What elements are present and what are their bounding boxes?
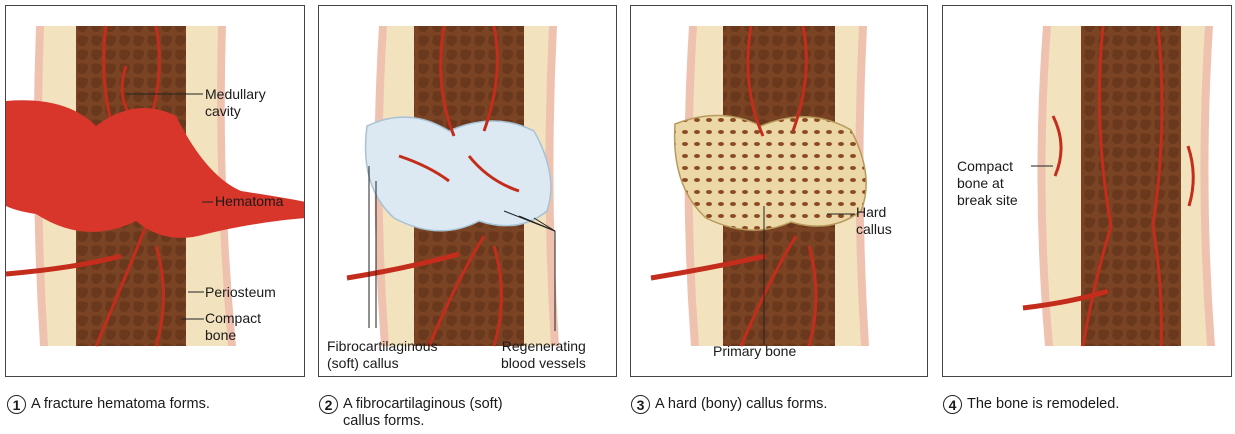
panel-3-hard-callus: Hard callus Primary bone (630, 5, 928, 377)
caption-text: A hard (bony) callus forms. (655, 396, 827, 413)
panel-3-illustration (631, 6, 928, 377)
label-compact-bone: Compact bone (205, 310, 261, 344)
step-number-badge: 2 (319, 395, 338, 414)
step-number-badge: 1 (7, 395, 26, 414)
label-hematoma: Hematoma (215, 193, 283, 210)
soft-callus (366, 117, 551, 231)
hematoma (6, 100, 305, 238)
panel-1-hematoma: Medullary cavity Hematoma Periosteum Com… (5, 5, 305, 377)
caption-text: The bone is remodeled. (967, 396, 1119, 413)
caption-step-3: 3 A hard (bony) callus forms. (631, 396, 827, 414)
caption-step-4: 4 The bone is remodeled. (943, 396, 1119, 414)
label-compact-bone-break-site: Compact bone at break site (957, 158, 1018, 209)
caption-step-1: 1 A fracture hematoma forms. (7, 396, 210, 414)
step-number-badge: 4 (943, 395, 962, 414)
label-medullary-cavity: Medullary cavity (205, 86, 266, 120)
caption-text: A fibrocartilaginous (soft) callus forms… (343, 396, 503, 430)
label-regenerating-vessels: Regenerating blood vessels (501, 338, 586, 372)
label-hard-callus: Hard callus (856, 204, 892, 238)
label-primary-bone: Primary bone (713, 343, 796, 360)
panel-2-illustration (319, 6, 617, 377)
panel-4-remodeled: Compact bone at break site (942, 5, 1232, 377)
medullary-cavity (1081, 26, 1181, 346)
label-fibrocartilaginous-callus: Fibrocartilaginous (soft) callus (327, 338, 438, 372)
label-periosteum: Periosteum (205, 284, 276, 301)
panel-2-soft-callus: Fibrocartilaginous (soft) callus Regener… (318, 5, 617, 377)
caption-text: A fracture hematoma forms. (31, 396, 210, 413)
step-number-badge: 3 (631, 395, 650, 414)
caption-step-2: 2 A fibrocartilaginous (soft) callus form… (319, 396, 503, 430)
hard-callus (675, 115, 867, 230)
